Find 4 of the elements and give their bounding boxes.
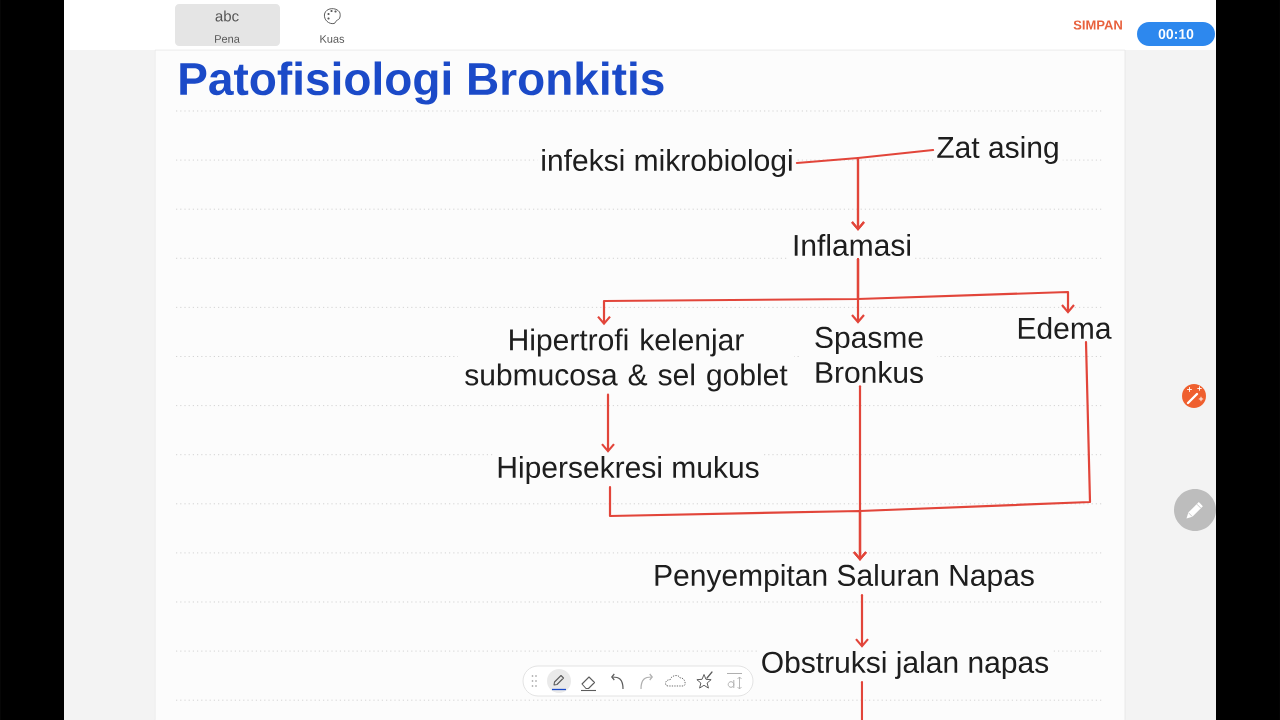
timer-badge: 00:10 [1137,22,1215,46]
pen-tab: abc Pena [175,4,280,46]
save-label: SIMPAN [1073,20,1122,30]
tab-label: Kuas [320,35,345,43]
